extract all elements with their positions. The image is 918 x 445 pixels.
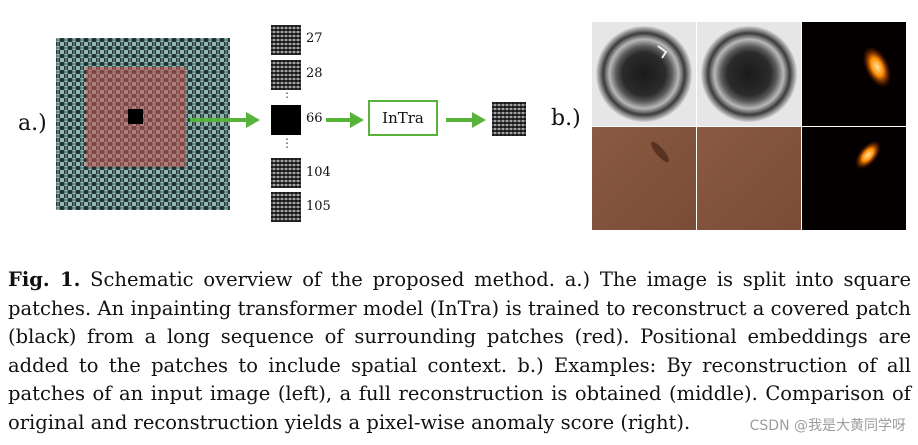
panel-b-label: b.) <box>551 106 581 131</box>
input-texture-image <box>56 38 230 210</box>
arrow-to-output <box>446 112 486 128</box>
caption-text: Schematic overview of the proposed metho… <box>8 268 911 434</box>
patch-104 <box>271 158 301 188</box>
arrow-to-model <box>326 112 364 128</box>
ellipsis-top: ⋮ <box>281 86 293 100</box>
arrow-to-patches <box>190 112 260 128</box>
patch-index-105: 105 <box>306 199 331 214</box>
watermark: CSDN @我是大黄同学呀 <box>749 418 906 434</box>
patch-index-27: 27 <box>306 31 323 46</box>
reconstructed-patch <box>492 102 526 136</box>
leather-original <box>592 127 696 230</box>
ellipsis-bottom: ⋮ <box>281 136 293 150</box>
leather-anomaly-map <box>802 127 906 230</box>
leather-reconstruction <box>697 127 801 230</box>
covered-patch <box>128 109 143 124</box>
patch-66-masked <box>271 105 301 135</box>
patch-105 <box>271 192 301 222</box>
intra-model-box: InTra <box>368 100 438 136</box>
patch-28 <box>271 60 301 90</box>
figure-caption: Fig. 1. Schematic overview of the propos… <box>8 266 911 437</box>
patch-index-66: 66 <box>306 111 323 126</box>
patch-index-104: 104 <box>306 165 331 180</box>
panel-a-label: a.) <box>18 111 47 136</box>
caption-label: Fig. 1. <box>8 268 81 291</box>
patch-index-28: 28 <box>306 66 323 81</box>
patch-27 <box>271 25 301 55</box>
examples-grid <box>592 22 906 230</box>
